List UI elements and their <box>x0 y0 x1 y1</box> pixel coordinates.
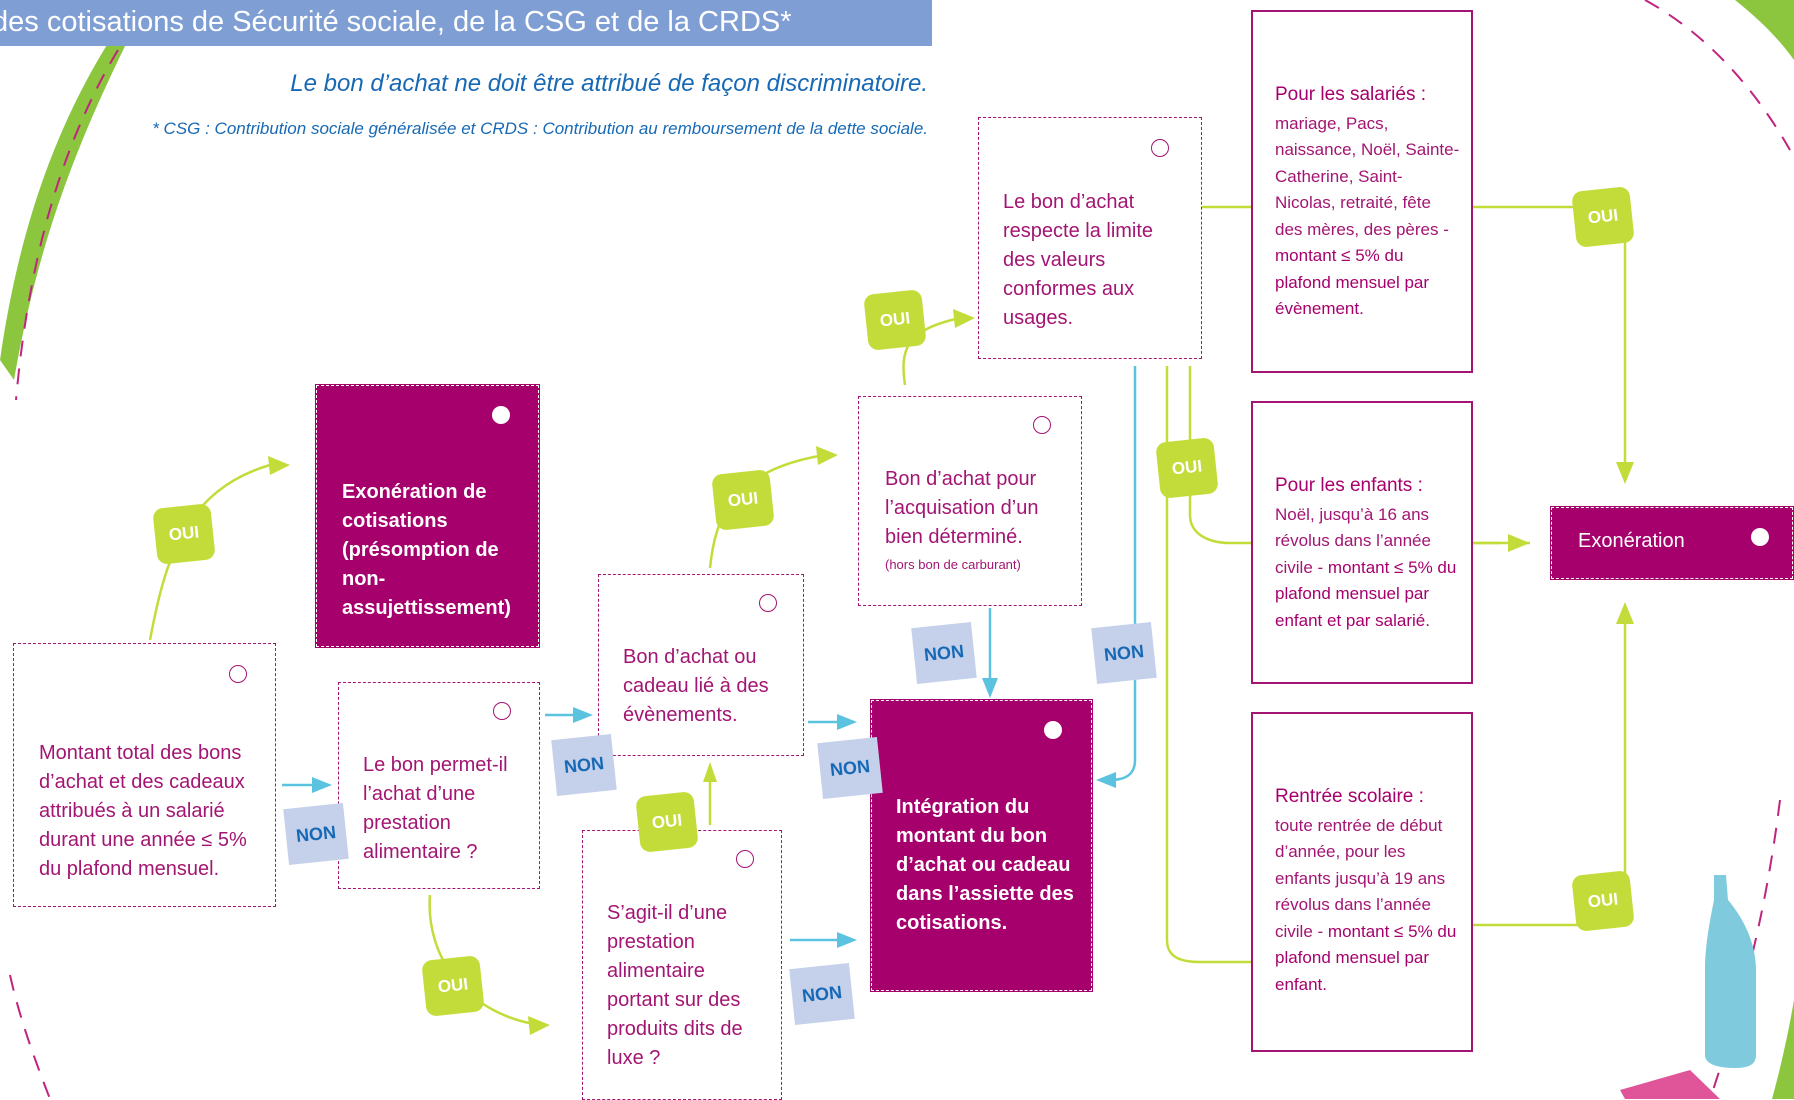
node-integration-text: Intégration du montant du bon d’achat ou… <box>896 796 1074 934</box>
node-evenements-text: Bon d’achat ou cadeau lié à des évènemen… <box>623 646 769 726</box>
condition-rentree-title: Rentrée scolaire : <box>1275 786 1424 807</box>
dot-icon <box>492 406 510 424</box>
connector-non-limite-integration <box>1109 366 1137 782</box>
dot-icon <box>1751 528 1769 546</box>
discrimination-note: Le bon d’achat ne doit être attribué de … <box>290 70 928 97</box>
non-label: NON <box>789 963 855 1025</box>
footnote: * CSG : Contribution sociale généralisée… <box>152 119 928 138</box>
oui-label: OUI <box>1155 437 1219 499</box>
node-montant-total-text: Montant total des bons d’achat et des ca… <box>39 742 247 880</box>
condition-rentree-amount: montant ≤ 5% du plafond mensuel par enfa… <box>1275 921 1457 994</box>
node-bien-determine: Bon d’achat pour l’acquisation d’un bien… <box>858 396 1082 606</box>
node-prestation-alimentaire-text: Le bon permet-il l’achat d’une prestatio… <box>363 754 508 863</box>
non-label: NON <box>283 803 349 865</box>
decorative-dashed-curve-left <box>15 49 119 401</box>
circle-icon <box>493 702 511 720</box>
non-label: NON <box>1091 622 1157 684</box>
connector-salaries-exoneration <box>1473 205 1627 480</box>
circle-icon <box>736 850 754 868</box>
arrowhead <box>312 777 332 793</box>
arrowhead <box>837 714 857 730</box>
arrowhead <box>953 309 975 328</box>
condition-rentree-body: toute rentrée de début d’année, pour les… <box>1275 815 1446 941</box>
condition-enfants-title: Pour les enfants : <box>1275 475 1423 496</box>
non-label: NON <box>551 734 617 796</box>
oui-label: OUI <box>421 955 485 1017</box>
oui-label: OUI <box>1571 870 1635 932</box>
node-exoneration-presomption-text: Exonération de cotisations (présomption … <box>342 481 511 619</box>
oui-label: OUI <box>635 791 699 853</box>
circle-icon <box>759 594 777 612</box>
arrowhead <box>528 1016 550 1035</box>
node-produits-luxe-text: S’agit-il d’une prestation alimentaire p… <box>607 902 743 1069</box>
node-limite-usages: Le bon d’achat respecte la limite des va… <box>978 117 1202 359</box>
circle-icon <box>1151 139 1169 157</box>
condition-enfants-text: Pour les enfants : Noël, jusqu’à 16 ans … <box>1275 473 1460 634</box>
condition-enfants-amount: montant ≤ 5% du plafond mensuel par enfa… <box>1275 557 1457 630</box>
connector-limite-rentree <box>1165 366 1251 964</box>
node-exoneration-presomption: Exonération de cotisations (présomption … <box>315 384 540 648</box>
circle-icon <box>229 665 247 683</box>
dot-icon <box>1044 721 1062 739</box>
condition-salaries-title: Pour les salariés : <box>1275 84 1427 105</box>
oui-label: OUI <box>863 289 927 351</box>
node-bien-determine-label: Bon d’achat pour l’acquisation d’un bien… <box>885 468 1039 548</box>
arrowhead <box>703 762 717 782</box>
condition-rentree: Rentrée scolaire : toute rentrée de débu… <box>1251 712 1473 1052</box>
decorative-dashed-curve-bottom-left <box>9 974 51 1099</box>
condition-enfants: Pour les enfants : Noël, jusqu’à 16 ans … <box>1251 401 1473 684</box>
node-bien-determine-text: Bon d’achat pour l’acquisation d’un bien… <box>885 465 1070 574</box>
node-prestation-alimentaire: Le bon permet-il l’achat d’une prestatio… <box>338 682 540 889</box>
condition-enfants-body: Noël, jusqu’à 16 ans révolus dans l’anné… <box>1275 504 1431 577</box>
oui-label: OUI <box>711 469 775 531</box>
header-banner: des cotisations de Sécurité sociale, de … <box>0 0 932 46</box>
decorative-swoosh-bottom-right <box>1772 1000 1794 1099</box>
arrowhead <box>816 446 838 465</box>
decorative-book <box>1620 1070 1720 1099</box>
non-label: NON <box>911 622 977 684</box>
decorative-dashed-curve-top-right <box>1644 0 1791 151</box>
node-exoneration-finale-text: Exonération <box>1578 530 1685 552</box>
condition-salaries-text: Pour les salariés : mariage, Pacs, naiss… <box>1275 82 1460 323</box>
decorative-swoosh-right <box>1735 0 1794 60</box>
node-limite-usages-text: Le bon d’achat respecte la limite des va… <box>1003 191 1154 329</box>
arrowhead <box>1616 462 1634 484</box>
circle-icon <box>1033 416 1051 434</box>
node-bien-determine-note: (hors bon de carburant) <box>885 557 1021 572</box>
decorative-swoosh-left <box>0 40 128 380</box>
node-produits-luxe: S’agit-il d’une prestation alimentaire p… <box>582 830 782 1100</box>
arrowhead <box>268 456 290 475</box>
condition-salaries: Pour les salariés : mariage, Pacs, naiss… <box>1251 10 1473 373</box>
oui-label: OUI <box>152 503 216 565</box>
arrowhead <box>573 707 593 723</box>
node-exoneration-finale: Exonération <box>1550 506 1794 580</box>
node-montant-total: Montant total des bons d’achat et des ca… <box>13 643 276 907</box>
arrowhead <box>982 678 998 698</box>
node-evenements: Bon d’achat ou cadeau lié à des évènemen… <box>598 574 804 756</box>
condition-salaries-body: mariage, Pacs, naissance, Noël, Sainte-C… <box>1275 113 1460 239</box>
arrowhead <box>1096 772 1116 788</box>
arrowhead <box>837 932 857 948</box>
arrowhead <box>1616 602 1634 624</box>
connector-limite-enfants <box>1188 366 1500 545</box>
condition-salaries-amount: montant ≤ 5% du plafond mensuel par évèn… <box>1275 246 1430 318</box>
decorative-bottle <box>1705 875 1756 1068</box>
node-integration: Intégration du montant du bon d’achat ou… <box>870 699 1093 992</box>
arrowhead <box>1508 534 1530 552</box>
non-label: NON <box>817 737 883 799</box>
condition-rentree-text: Rentrée scolaire : toute rentrée de débu… <box>1275 784 1460 998</box>
oui-label: OUI <box>1571 186 1635 248</box>
